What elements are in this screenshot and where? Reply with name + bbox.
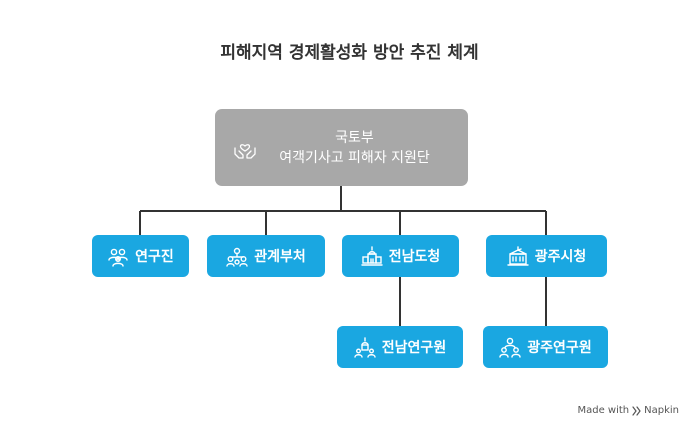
napkin-brand-text: Napkin xyxy=(644,405,679,416)
root-node-molit: 국토부 여객기사고 피해자 지원단 xyxy=(215,109,468,186)
node-label: 광주시청 xyxy=(534,249,587,265)
node-jeonnam-provincial-office: 전남도청 xyxy=(342,235,459,277)
node-gwangju-city-hall: 광주시청 xyxy=(486,235,607,277)
made-with-napkin-watermark: Made with Napkin xyxy=(577,405,679,416)
node-ministries: 관계부처 xyxy=(207,235,325,277)
root-label: 국토부 여객기사고 피해자 지원단 xyxy=(253,128,430,168)
diagram-title: 피해지역 경제활성화 방안 추진 체계 xyxy=(220,43,479,63)
root-line-1: 국토부 xyxy=(335,129,374,146)
node-jeonnam-research-institute: 전남연구원 xyxy=(337,326,463,368)
node-label: 연구진 xyxy=(135,249,174,265)
node-label: 관계부처 xyxy=(254,249,306,265)
root-line-2: 여객기사고 피해자 지원단 xyxy=(279,149,430,166)
government-building-icon xyxy=(361,246,383,266)
city-hall-icon xyxy=(507,246,529,266)
heart-hands-icon xyxy=(234,144,256,159)
node-label: 광주연구원 xyxy=(527,340,592,356)
node-gwangju-research-institute: 광주연구원 xyxy=(483,326,608,368)
node-label: 전남연구원 xyxy=(381,340,447,356)
node-label: 전남도청 xyxy=(388,249,441,265)
napkin-logo-icon xyxy=(632,405,641,416)
people-group-icon xyxy=(108,248,128,267)
organization-icon xyxy=(226,247,248,267)
research-institute-icon xyxy=(354,337,376,358)
research-team-icon xyxy=(499,337,521,358)
node-researchers: 연구진 xyxy=(92,235,189,277)
made-with-text: Made with xyxy=(577,405,630,416)
